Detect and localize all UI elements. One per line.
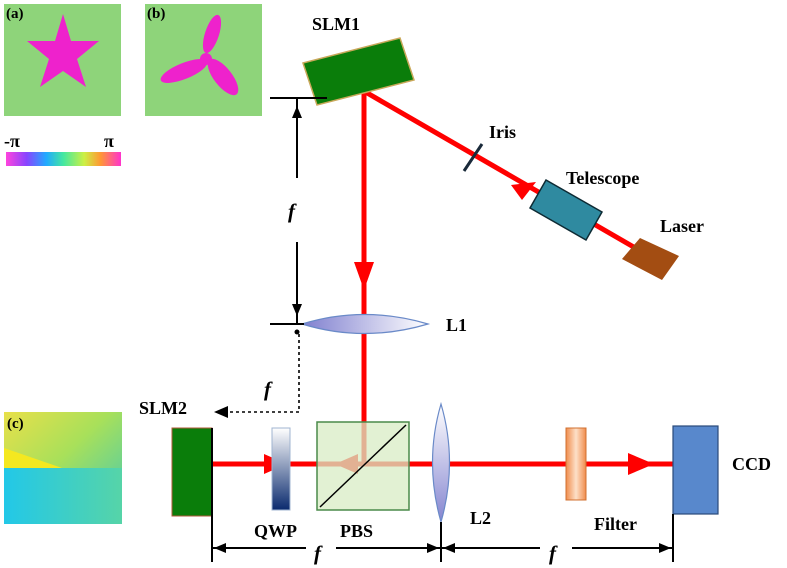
- beam-arrow-down: [354, 262, 374, 290]
- qwp: QWP: [254, 427, 297, 541]
- panel-c: (c): [4, 412, 122, 524]
- qwp-label: QWP: [254, 521, 297, 541]
- l2-label: L2: [470, 508, 491, 528]
- colorbar-min-label: -π: [4, 131, 20, 151]
- telescope-label: Telescope: [566, 168, 639, 188]
- lens-l1: L1: [299, 313, 467, 335]
- vortex-phase-edge: [4, 448, 62, 468]
- phase-colorbar: -π π: [4, 131, 121, 166]
- slm1: SLM1: [302, 14, 415, 106]
- slm1-device: [302, 37, 415, 106]
- f-vertical-label: f: [288, 199, 297, 223]
- colorbar-max-label: π: [104, 131, 114, 151]
- filter-plate: [565, 427, 587, 501]
- telescope: Telescope: [528, 168, 639, 242]
- f-dimension-bottom: [211, 428, 674, 562]
- pbs: PBS: [316, 421, 410, 541]
- panel-b-label: (b): [147, 6, 165, 22]
- f-dashed-label: f: [264, 377, 273, 401]
- panel-c-label: (c): [7, 416, 24, 432]
- iris-label: Iris: [489, 122, 516, 142]
- iris: Iris: [462, 122, 516, 172]
- f-bottom-right-label: f: [549, 541, 558, 565]
- laser-device: [622, 238, 679, 280]
- three-petal-phase-pattern: [160, 14, 239, 96]
- telescope-device: [528, 178, 604, 242]
- phase-colorbar-gradient: [6, 152, 121, 166]
- filter-label: Filter: [594, 514, 637, 534]
- star-phase-pattern: [27, 14, 99, 87]
- beam-arrow-diagonal: [511, 182, 536, 200]
- panel-b: (b): [145, 4, 262, 116]
- vortex-lower-half: [4, 468, 122, 524]
- filter: Filter: [565, 427, 637, 534]
- panel-a-label: (a): [6, 6, 24, 22]
- pbs-label: PBS: [340, 521, 373, 541]
- ccd-camera: [672, 425, 719, 515]
- lens-l2: L2: [431, 401, 491, 528]
- slm1-label: SLM1: [312, 14, 360, 34]
- pbs-diagonal: [319, 424, 407, 508]
- beam-laser-to-slm1: [360, 87, 653, 260]
- f-dimension-dashed: [214, 329, 300, 418]
- slm2-label: SLM2: [139, 398, 187, 418]
- f-dimension-vertical: [270, 97, 327, 325]
- beam-arrow-right-ccd: [628, 453, 654, 475]
- f-dimension-vertical-arrows: [292, 106, 302, 316]
- qwp-plate: [271, 427, 291, 511]
- slm2-device: [171, 427, 213, 517]
- laser: Laser: [622, 216, 704, 280]
- f-dimension-bottom-arrows: [214, 543, 671, 553]
- lens-l2-shape: [431, 401, 451, 525]
- lens-l1-shape: [299, 313, 431, 335]
- ccd-label: CCD: [732, 454, 771, 474]
- laser-label: Laser: [660, 216, 704, 236]
- ccd: CCD: [672, 425, 771, 515]
- l1-label: L1: [446, 315, 467, 335]
- iris-aperture: [462, 143, 484, 172]
- slm2: SLM2: [139, 398, 213, 517]
- f-bottom-left-label: f: [314, 541, 323, 565]
- panel-a: (a): [4, 4, 121, 116]
